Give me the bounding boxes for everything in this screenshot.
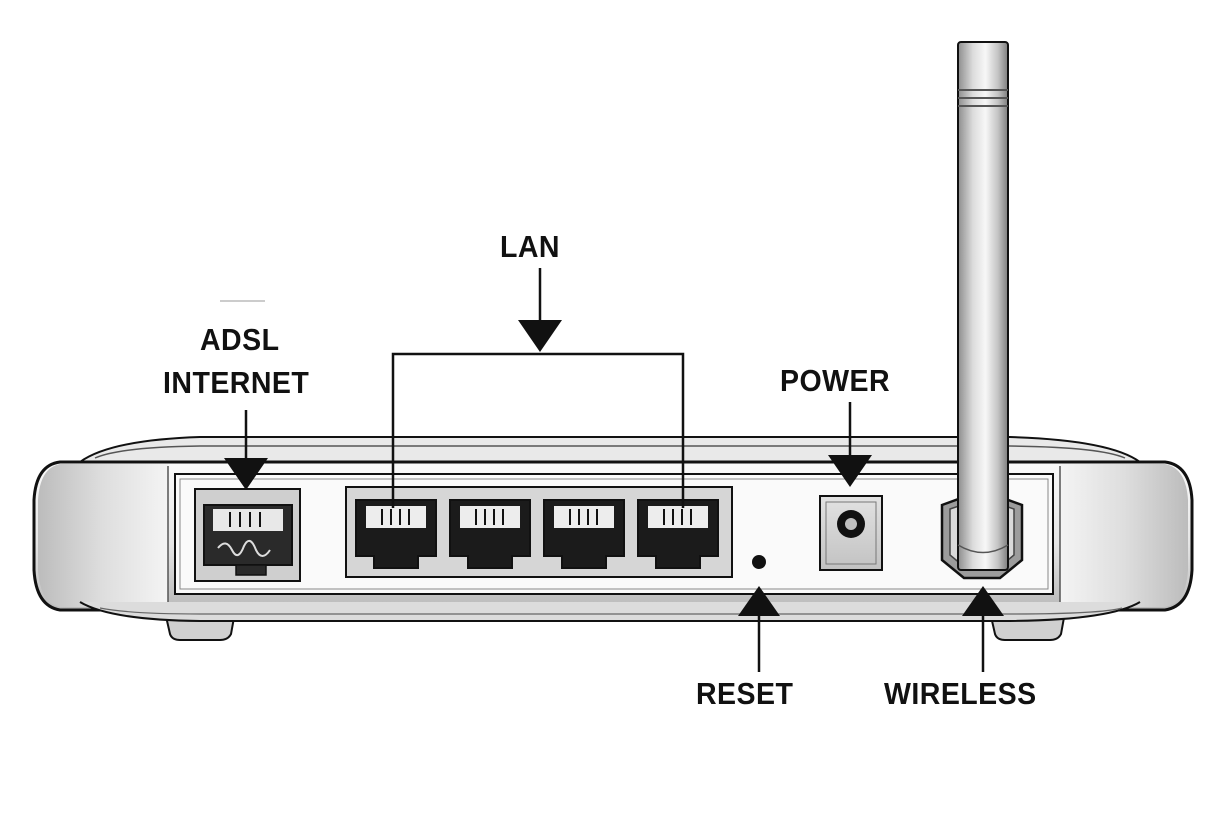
antenna-icon — [940, 41, 1024, 580]
power-label: POWER — [780, 363, 891, 398]
reset-arrow-icon — [738, 586, 780, 616]
wireless-arrow-icon — [962, 586, 1004, 616]
adsl-label: ADSL — [200, 322, 280, 357]
lan-arrow-icon — [518, 320, 562, 352]
adsl-arrow-icon — [224, 458, 268, 490]
ethernet-port-icon — [637, 499, 719, 569]
ethernet-port-icon — [355, 499, 437, 569]
power-jack-icon — [819, 495, 883, 571]
router-bottom-ridge — [79, 601, 1141, 622]
router-top-ridge — [76, 436, 1144, 463]
reset-pinhole-icon — [752, 555, 766, 569]
internet-label: INTERNET — [163, 365, 310, 400]
lan-ports — [355, 499, 719, 569]
reset-label: RESET — [696, 676, 794, 711]
power-arrow-icon — [828, 455, 872, 487]
lan-label: LAN — [500, 229, 561, 264]
ethernet-port-icon — [543, 499, 625, 569]
ethernet-port-icon — [449, 499, 531, 569]
callout-arrows — [224, 320, 1004, 616]
callout-lines — [244, 268, 985, 672]
adsl-port-icon — [194, 488, 301, 582]
wireless-label: WIRELESS — [884, 676, 1037, 711]
